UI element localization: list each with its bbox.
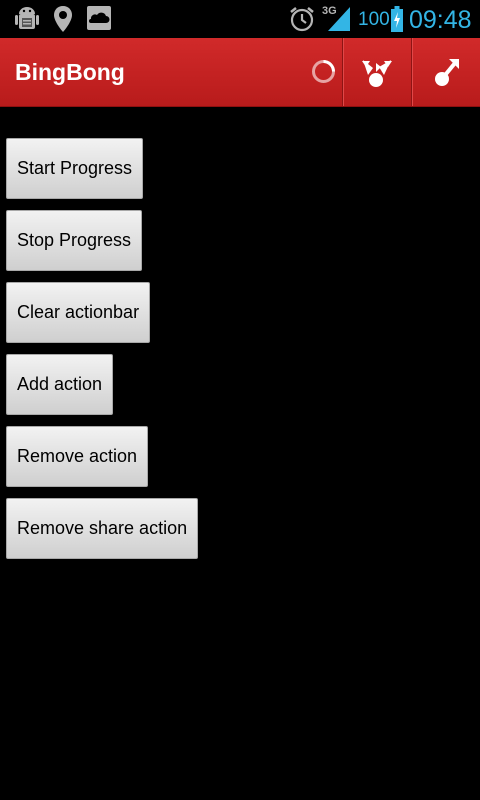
app-title: BingBong (15, 59, 125, 85)
progress-spinner-icon (311, 59, 336, 84)
battery-level-text: 100 (358, 9, 390, 30)
stop-progress-button[interactable]: Stop Progress (6, 210, 143, 271)
android-debug-icon (15, 5, 39, 38)
action-bar: BingBong (0, 38, 480, 107)
share-alt-action-button[interactable] (412, 38, 479, 106)
share-action-button[interactable] (343, 38, 410, 106)
add-action-button[interactable]: Add action (6, 354, 114, 415)
action-divider (342, 38, 343, 106)
signal-3g-icon: 3G (322, 3, 352, 38)
alarm-icon (289, 6, 315, 37)
start-progress-button[interactable]: Start Progress (6, 138, 144, 199)
status-bar: 3G 100 09:48 (0, 0, 480, 38)
clock-time: 09:48 (409, 6, 472, 34)
clear-actionbar-button[interactable]: Clear actionbar (6, 282, 151, 343)
cloud-icon (87, 5, 111, 36)
remove-action-button[interactable]: Remove action (6, 426, 149, 487)
battery-charging-icon (391, 6, 403, 37)
remove-share-action-button[interactable]: Remove share action (6, 498, 199, 559)
network-label: 3G (322, 5, 337, 17)
location-pin-icon (53, 5, 73, 38)
action-divider (411, 38, 412, 106)
